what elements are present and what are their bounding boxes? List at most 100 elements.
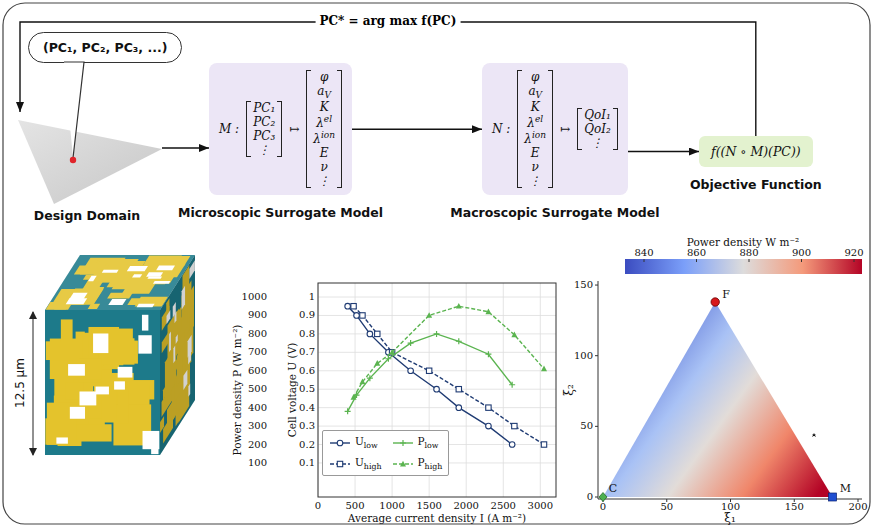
parameter-text: (PC₁, PC₂, PC₃, ...) [43, 40, 167, 55]
data-marker [509, 382, 515, 388]
tick-label: 200 [248, 440, 267, 450]
tick-label: 100 [721, 502, 740, 512]
pore [93, 333, 108, 353]
tick-label: 0.5 [299, 384, 315, 394]
tick-label: 0 [600, 502, 606, 512]
math-symbol: λion [524, 130, 546, 146]
tick-label: 100 [574, 351, 593, 361]
grid-line [318, 407, 556, 408]
triangle-shape [12, 112, 162, 204]
vector-bracket: PC₁PC₂PC₃⋮ [246, 101, 282, 157]
data-marker [367, 331, 373, 337]
node-heading: Objective Function [690, 177, 822, 192]
tick-label: 200 [848, 502, 867, 512]
data-marker [485, 308, 491, 314]
triangle [18, 120, 162, 204]
objective-formula: f((N ∘ M)(PC)) [711, 144, 801, 159]
flow-arrow [20, 22, 756, 136]
math-symbol: M : [219, 122, 239, 136]
math-symbol: φ [320, 70, 328, 84]
tick-label: 860 [687, 248, 706, 258]
script-part: high [425, 462, 443, 471]
tick-label: 1000 [242, 292, 267, 302]
legend-text: Ulow [355, 435, 378, 450]
tick-mark [854, 259, 855, 262]
data-curve [354, 306, 544, 444]
data-marker [456, 303, 462, 309]
math-symbol: N : [492, 122, 510, 136]
math-symbol: λel [316, 114, 332, 130]
pore [95, 387, 108, 395]
legend-item: Plow [392, 435, 443, 450]
data-marker [374, 360, 380, 366]
pore [151, 444, 158, 454]
pore [114, 381, 125, 389]
dimension-line [33, 312, 34, 455]
tick-label: 1 [309, 292, 315, 302]
tick-label: 920 [844, 248, 863, 258]
axis-label: ξ₂ [562, 384, 576, 395]
pore [80, 391, 97, 405]
tick-label: 0.2 [299, 440, 315, 450]
point-marker [711, 298, 719, 306]
data-marker [345, 408, 351, 414]
dimension-label: 12.5 μm [13, 358, 27, 408]
tick-label: 50 [660, 502, 673, 512]
script-part: V [536, 90, 543, 100]
point-label: M [840, 482, 851, 495]
tick-label: 800 [248, 329, 267, 339]
data-marker [408, 368, 414, 374]
phase-yellow [61, 319, 73, 342]
data-marker [456, 338, 462, 344]
math-symbol: QoI₁ [584, 108, 611, 122]
pore [118, 367, 133, 378]
grid-line [318, 297, 556, 298]
tick-label: 100 [248, 458, 267, 468]
tick-label: 500 [248, 384, 267, 394]
script-part: high [364, 462, 382, 471]
data-marker [456, 387, 461, 392]
surrogate-model-box: N :φaVKλelλionEν⋮↦QoI₁QoI₂⋮Macroscopic S… [482, 63, 628, 195]
data-marker [375, 331, 380, 336]
shade [160, 255, 195, 455]
data-curve [348, 334, 512, 411]
tick-mark [595, 355, 598, 356]
math-symbol: λion [313, 130, 335, 146]
microstructure-cube [45, 255, 195, 455]
chart-legend: UlowUhighPlowPhigh [322, 430, 449, 476]
tick-label: 500 [346, 501, 365, 511]
star-marker [812, 433, 816, 437]
math-symbol: ↦ [560, 122, 570, 136]
outer-frame [3, 3, 870, 524]
math-symbol: ⋮ [529, 174, 541, 188]
surrogate-model-box: M :PC₁PC₂PC₃⋮↦φaVKλelλionEν⋮Microscopic … [209, 63, 352, 195]
point-label: F [722, 288, 730, 301]
map-symbol: ↦ [289, 122, 299, 136]
tick-label: 700 [248, 347, 267, 357]
cube-face [160, 255, 195, 455]
math-symbol: QoI₂ [584, 122, 611, 136]
tick-mark [696, 259, 697, 262]
objective-box: f((N ∘ M)(PC))Objective Function [699, 136, 813, 167]
math-symbol: φ [531, 70, 539, 84]
math-symbol: ⋮ [591, 136, 603, 150]
legend-sample [329, 459, 351, 469]
math-symbol: K [531, 100, 540, 114]
data-marker [511, 332, 517, 338]
data-marker [408, 340, 414, 346]
script-part: el [324, 114, 332, 124]
data-marker [385, 356, 391, 362]
ternary-region [603, 302, 833, 497]
data-marker [486, 423, 492, 429]
tick-label: 0.8 [299, 329, 315, 339]
tick-label: 0 [587, 492, 593, 502]
math-symbol: E [320, 146, 329, 160]
data-marker [434, 386, 440, 392]
colorbar [625, 259, 862, 274]
flow-arrow [628, 151, 699, 152]
data-marker [389, 349, 395, 355]
tick-label: 0.4 [299, 403, 315, 413]
axis-line [598, 281, 599, 499]
math-symbol: PC₁ [253, 101, 275, 115]
